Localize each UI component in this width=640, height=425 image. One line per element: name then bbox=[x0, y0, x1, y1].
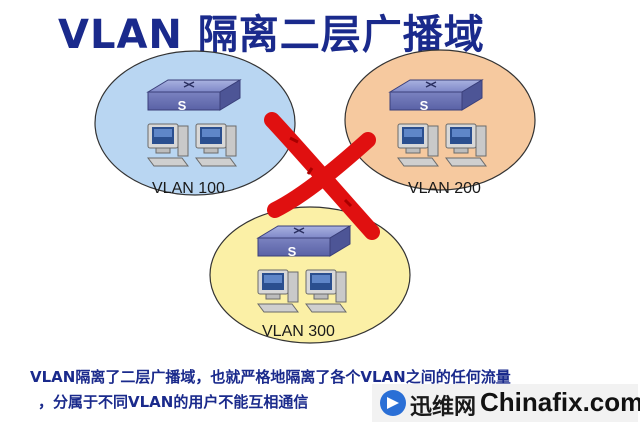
vlan-300-label: VLAN 300 bbox=[262, 323, 335, 340]
caption-text: 的用户不能互相通信 bbox=[173, 393, 309, 411]
vlan-200-pc-icon bbox=[445, 123, 487, 167]
page-title: VLAN 隔离二层广播域 bbox=[58, 12, 485, 58]
caption-keyword: VLAN bbox=[360, 368, 406, 386]
isolation-cross-icon bbox=[264, 112, 380, 240]
vlan-300-pc-icon bbox=[257, 269, 299, 313]
caption-text: 之间的任何流量 bbox=[405, 368, 511, 386]
caption-keyword: VLAN bbox=[30, 368, 76, 386]
vlan-300-switch-icon bbox=[257, 225, 351, 257]
vlan-200-switch-letter: S bbox=[420, 98, 429, 113]
vlan-100-pc-icon bbox=[147, 123, 189, 167]
vlan-100-switch-icon bbox=[147, 79, 241, 111]
vlan-100-switch-letter: S bbox=[178, 98, 187, 113]
vlan-200-switch-icon bbox=[389, 79, 483, 111]
vlan-200-domain bbox=[344, 49, 536, 191]
vlan-200-label: VLAN 200 bbox=[408, 180, 481, 197]
vlan-200-pc-icon bbox=[397, 123, 439, 167]
caption-line-2: ，分属于不同VLAN的用户不能互相通信 bbox=[38, 391, 308, 412]
watermark-brand-en: Chinafix.com bbox=[480, 387, 640, 417]
watermark-logo-icon bbox=[380, 390, 406, 416]
vlan-100-pc-icon bbox=[195, 123, 237, 167]
vlan-300-switch-letter: S bbox=[288, 244, 297, 259]
watermark-brand-cn: 迅维网 bbox=[410, 395, 477, 420]
vlan-300-pc-icon bbox=[305, 269, 347, 313]
caption-text: 隔离了二层广播域，也就严格地隔离了各个 bbox=[75, 368, 361, 386]
watermark-banner bbox=[372, 384, 638, 422]
caption-keyword: VLAN bbox=[128, 393, 174, 411]
caption-text: ，分属于不同 bbox=[38, 393, 129, 411]
vlan-100-domain bbox=[94, 50, 296, 196]
caption-line-1: VLAN隔离了二层广播域，也就严格地隔离了各个VLAN之间的任何流量 bbox=[30, 366, 511, 387]
vlan-100-label: VLAN 100 bbox=[152, 180, 225, 197]
